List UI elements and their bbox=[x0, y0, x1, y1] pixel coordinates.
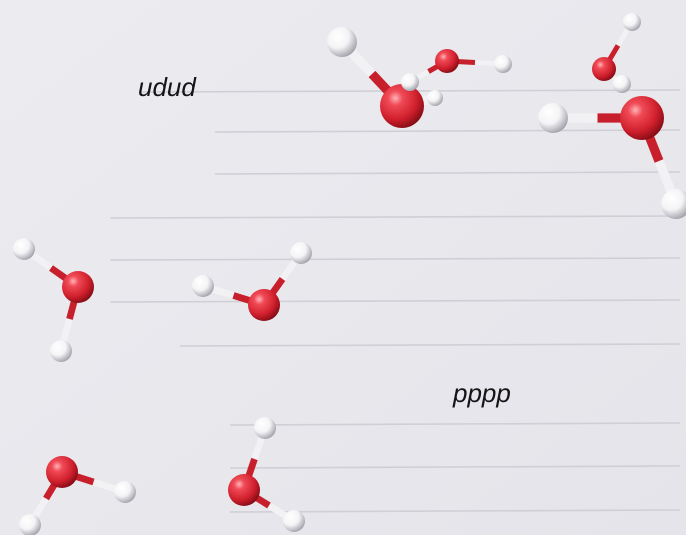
hydrogen-atom bbox=[19, 514, 41, 535]
label-udud: udud bbox=[138, 72, 197, 102]
hydrogen-atom bbox=[538, 103, 568, 133]
hydrogen-atom bbox=[661, 189, 686, 219]
water-molecule-top-2 bbox=[401, 49, 512, 91]
water-molecule-top-3 bbox=[592, 13, 641, 93]
water-molecule-top-4 bbox=[538, 96, 686, 219]
hydrogen-atom bbox=[50, 340, 72, 362]
hydrogen-atom bbox=[613, 75, 631, 93]
water-molecule-left-2 bbox=[192, 242, 312, 321]
label-pppp: pppp bbox=[452, 378, 511, 408]
background-text-lines bbox=[109, 89, 681, 513]
hydrogen-atom bbox=[494, 55, 512, 73]
oxygen-atom bbox=[592, 57, 616, 81]
water-molecule-left-1 bbox=[13, 238, 94, 362]
hydrogen-atom bbox=[114, 481, 136, 503]
oxygen-atom bbox=[228, 474, 260, 506]
water-molecule-top-1 bbox=[327, 27, 443, 128]
hydrogen-atom bbox=[623, 13, 641, 31]
water-molecule-bottom-1 bbox=[19, 456, 136, 535]
hydrogen-atom bbox=[290, 242, 312, 264]
hydrogen-atom bbox=[401, 73, 419, 91]
hydrogen-atom bbox=[283, 510, 305, 532]
oxygen-atom bbox=[248, 289, 280, 321]
oxygen-atom bbox=[620, 96, 664, 140]
oxygen-atom bbox=[380, 84, 424, 128]
oxygen-atom bbox=[46, 456, 78, 488]
molecule-layer bbox=[13, 13, 686, 535]
oxygen-atom bbox=[435, 49, 459, 73]
oxygen-atom bbox=[62, 271, 94, 303]
hydrogen-atom bbox=[327, 27, 357, 57]
hydrogen-atom bbox=[13, 238, 35, 260]
hydrogen-atom bbox=[427, 90, 443, 106]
hydrogen-atom bbox=[192, 275, 214, 297]
hydrogen-atom bbox=[254, 417, 276, 439]
water-molecule-bottom-2 bbox=[228, 417, 305, 532]
